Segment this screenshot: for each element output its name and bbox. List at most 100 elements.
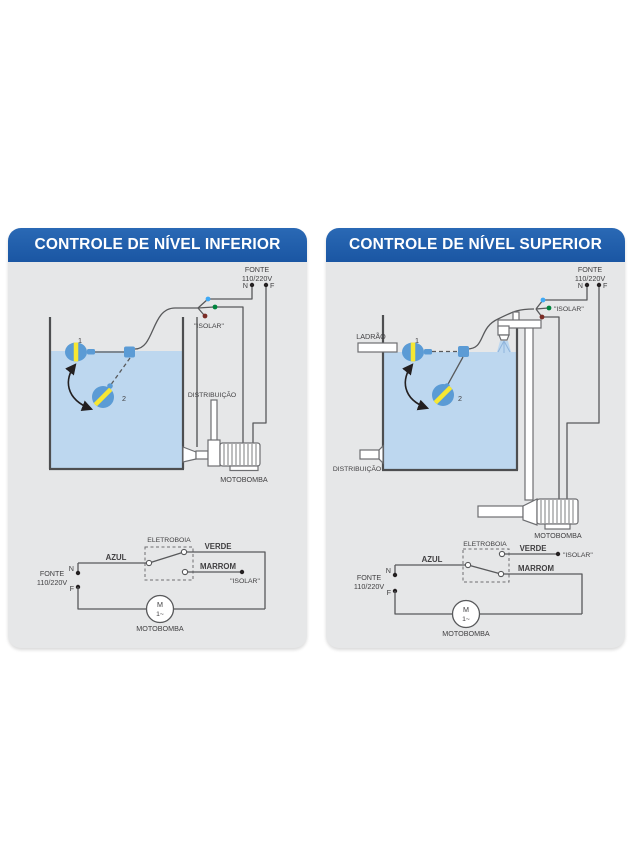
panel-nivel-superior: CONTROLE DE NÍVEL SUPERIOR FONTE 110/220…: [326, 228, 625, 648]
power-source: FONTE 110/220V N F: [242, 265, 275, 290]
circuit-voltage-label: 110/220V: [37, 578, 67, 587]
cable-weight: [458, 346, 469, 357]
switch-lever: [467, 564, 502, 575]
switch-contact-bottom: [497, 570, 505, 578]
motor-symbol: [145, 594, 175, 624]
phase-label: F: [603, 281, 608, 290]
float-switch-1: 1: [65, 336, 95, 362]
faucet-nozzle: [498, 334, 510, 341]
isolar-label: "ISOLAR": [194, 323, 224, 330]
float-cable: [466, 308, 535, 350]
marrom-label: MARROM: [200, 562, 236, 571]
float2-stem: [107, 383, 113, 389]
circuit-neutral-dot: [392, 572, 398, 578]
circuit-fonte-label: FONTE: [40, 569, 65, 578]
tank-water: [50, 351, 183, 469]
panel-header-superior: CONTROLE DE NÍVEL SUPERIOR: [326, 228, 625, 262]
inlet-faucet: [497, 311, 542, 353]
neutral-wire: [545, 287, 588, 301]
motor-phase: 1~: [156, 611, 164, 618]
circuit-schematic: ELETROBOIA N FONTE 110/220V F AZUL VERDE…: [37, 537, 266, 633]
pump-motor-fins: [540, 500, 574, 523]
float2-cable: [446, 356, 464, 387]
circuit-phase-label: F: [387, 588, 392, 597]
circuit-phase-label: F: [70, 584, 75, 593]
switch-lever: [148, 551, 185, 564]
marrom-wire: [504, 573, 583, 614]
phase-terminal-dot: [596, 282, 602, 288]
cable-fork: "ISOLAR": [535, 297, 584, 320]
verde-wire: [187, 551, 266, 609]
riser-pipe: [524, 325, 534, 501]
ladrao-pipe: [357, 342, 398, 353]
motor-letter: M: [157, 600, 163, 609]
circuit-fonte-label: FONTE: [357, 573, 382, 582]
neutral-label: N: [578, 281, 583, 290]
neutral-wire: [210, 287, 253, 300]
distribution: DISTRIBUIÇÃO: [188, 390, 236, 442]
blue-wire-dot: [540, 297, 546, 303]
pump-suction-pipe: [477, 505, 524, 518]
pump-shaft: [195, 450, 209, 460]
pump-motor-fins: [223, 444, 257, 465]
bottom-wire-left: [394, 591, 452, 615]
pump-base: [544, 523, 571, 530]
float2-stripe: [432, 384, 454, 406]
neutral-terminal-dot: [249, 282, 255, 288]
power-source: FONTE 110/220V N F: [575, 265, 608, 290]
pump-housing: [207, 439, 221, 467]
green-wire-dot: [546, 305, 552, 311]
pump-base: [229, 465, 259, 472]
voltage-label: 110/220V: [575, 274, 605, 283]
float2-stripe: [92, 386, 114, 408]
voltage-label: 110/220V: [242, 274, 272, 283]
pump: MOTOBOMBA: [477, 498, 582, 540]
cable-fork: "ISOLAR": [194, 296, 224, 330]
float-motion-arrow: [402, 363, 430, 411]
float2-ghost-cable: [109, 357, 131, 387]
bottom-wire-left: [77, 587, 146, 610]
phase-label: F: [270, 281, 275, 290]
blue-wire-dot: [205, 296, 211, 302]
distribution-pipe: [359, 449, 380, 460]
distribuicao-label: DISTRIBUIÇÃO: [188, 390, 236, 399]
panel-title-inferior: CONTROLE DE NÍVEL INFERIOR: [34, 236, 281, 253]
float2-number: 2: [122, 394, 126, 403]
switched-wire: [544, 316, 560, 500]
green-wire-dot: [212, 304, 218, 310]
circuit-phase-dot: [392, 588, 398, 594]
float1-stem: [87, 349, 95, 355]
switch-contact-top: [498, 550, 506, 558]
switch-contact-bottom: [181, 568, 189, 576]
float-switch-1: 1: [402, 336, 432, 362]
pump-inlet-nozzle: [182, 446, 197, 463]
float2-number: 2: [458, 394, 462, 403]
float1-number: 1: [78, 336, 82, 345]
circuit-isolar-dot: [555, 551, 561, 557]
verde-label: VERDE: [205, 542, 232, 551]
circuit-isolar-label: "ISOLAR": [230, 578, 260, 585]
neutral-label: N: [243, 281, 248, 290]
diagram-inferior: FONTE 110/220V N F "ISOLAR": [37, 265, 275, 633]
brown-wire-dot: [539, 314, 545, 320]
pump-housing: [522, 498, 538, 526]
circuit-neutral-dot: [75, 570, 81, 576]
motobomba-label: MOTOBOMBA: [220, 475, 268, 484]
panel-title-superior: CONTROLE DE NÍVEL SUPERIOR: [349, 236, 602, 253]
pump-motor-body: [536, 498, 579, 525]
distribution-pipe: [210, 399, 218, 442]
distribution: DISTRIBUIÇÃO: [333, 444, 384, 473]
neutral-terminal-dot: [584, 282, 590, 288]
panel-nivel-inferior: CONTROLE DE NÍVEL INFERIOR FONTE 110/220…: [8, 228, 307, 648]
panel-header-inferior: CONTROLE DE NÍVEL INFERIOR: [8, 228, 307, 262]
eletroboia-label: ELETROBOIA: [463, 541, 507, 548]
switch-contact-top: [180, 548, 188, 556]
pump: MOTOBOMBA: [182, 439, 268, 484]
overflow: LADRÃO: [356, 332, 398, 353]
motor-phase: 1~: [462, 616, 470, 623]
diagram-superior: FONTE 110/220V N F "ISOLAR": [333, 265, 608, 638]
circuit-motobomba-label: MOTOBOMBA: [442, 629, 490, 638]
circuit-phase-dot: [75, 584, 81, 590]
circuit-neutral-label: N: [69, 564, 74, 573]
